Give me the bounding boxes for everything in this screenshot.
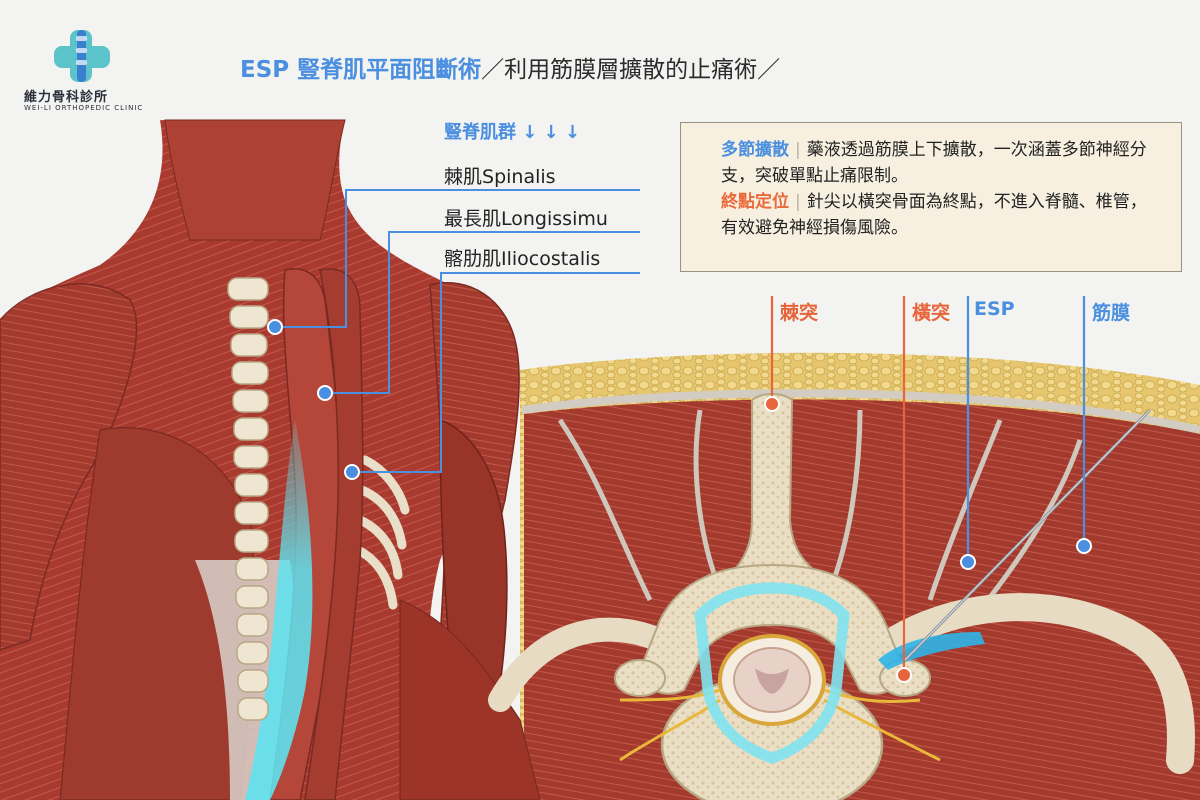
cross-section-diagram	[399, 352, 1200, 800]
cross-section-leader-lines	[770, 296, 1086, 672]
muscle-label-iliocostalis: 髂肋肌Iliocostalis	[444, 244, 640, 271]
page-title: ESP 豎脊肌平面阻斷術／利用筋膜層擴散的止痛術／	[240, 50, 960, 84]
muscle-label-en: Spinalis	[482, 166, 556, 188]
muscle-label-zh: 髂肋肌	[444, 248, 502, 270]
title-highlight: ESP 豎脊肌平面阻斷術	[240, 57, 482, 83]
info-key-multi-level: 多節擴散	[721, 140, 789, 160]
label-spinous-process: 棘突	[780, 302, 819, 324]
label-esp: ESP	[974, 298, 1015, 320]
label-transverse-process: 橫突	[912, 302, 951, 324]
muscle-marker-dots	[267, 319, 360, 480]
muscle-leader-lines	[275, 189, 640, 473]
cross-section-marker-dots	[764, 396, 1092, 683]
clinic-english-name: WEI-LI ORTHOPEDIC CLINIC	[24, 104, 144, 112]
muscle-label-zh: 最長肌	[444, 208, 502, 230]
info-point-endpoint: 終點定位 |針尖以橫突骨面為終點，不進入脊髓、椎管，有效避免神經損傷風險。	[721, 189, 1163, 241]
info-text-multi-level: 藥液透過筋膜上下擴散，一次涵蓋多節神經分支，突破單點止痛限制。	[721, 140, 1147, 186]
clinic-logo-icon	[54, 30, 110, 82]
muscle-label-spinalis: 棘肌Spinalis	[444, 162, 640, 189]
muscle-label-en: Iliocostalis	[501, 248, 601, 270]
info-separator: |	[795, 140, 801, 160]
info-separator: |	[795, 192, 801, 212]
label-fascia: 筋膜	[1092, 302, 1131, 324]
info-box: 多節擴散|藥液透過筋膜上下擴散，一次涵蓋多節神經分支，突破單點止痛限制。 終點定…	[680, 122, 1182, 272]
info-point-multi-level: 多節擴散 |藥液透過筋膜上下擴散，一次涵蓋多節神經分支，突破單點止痛限制。	[721, 137, 1163, 189]
info-text-endpoint: 針尖以橫突骨面為終點，不進入脊髓、椎管，有效避免神經損傷風險。	[721, 192, 1147, 238]
muscle-label-en: Longissimu	[501, 208, 608, 230]
muscle-group-title: 豎脊肌群 ↓ ↓ ↓	[444, 122, 581, 143]
muscle-label-zh: 棘肌	[444, 166, 483, 188]
info-key-endpoint: 終點定位	[721, 192, 789, 212]
title-rest: ／利用筋膜層擴散的止痛術／	[481, 57, 781, 83]
muscle-label-longissimus: 最長肌Longissimu	[444, 204, 640, 231]
clinic-name: 維力骨科診所	[24, 90, 109, 105]
